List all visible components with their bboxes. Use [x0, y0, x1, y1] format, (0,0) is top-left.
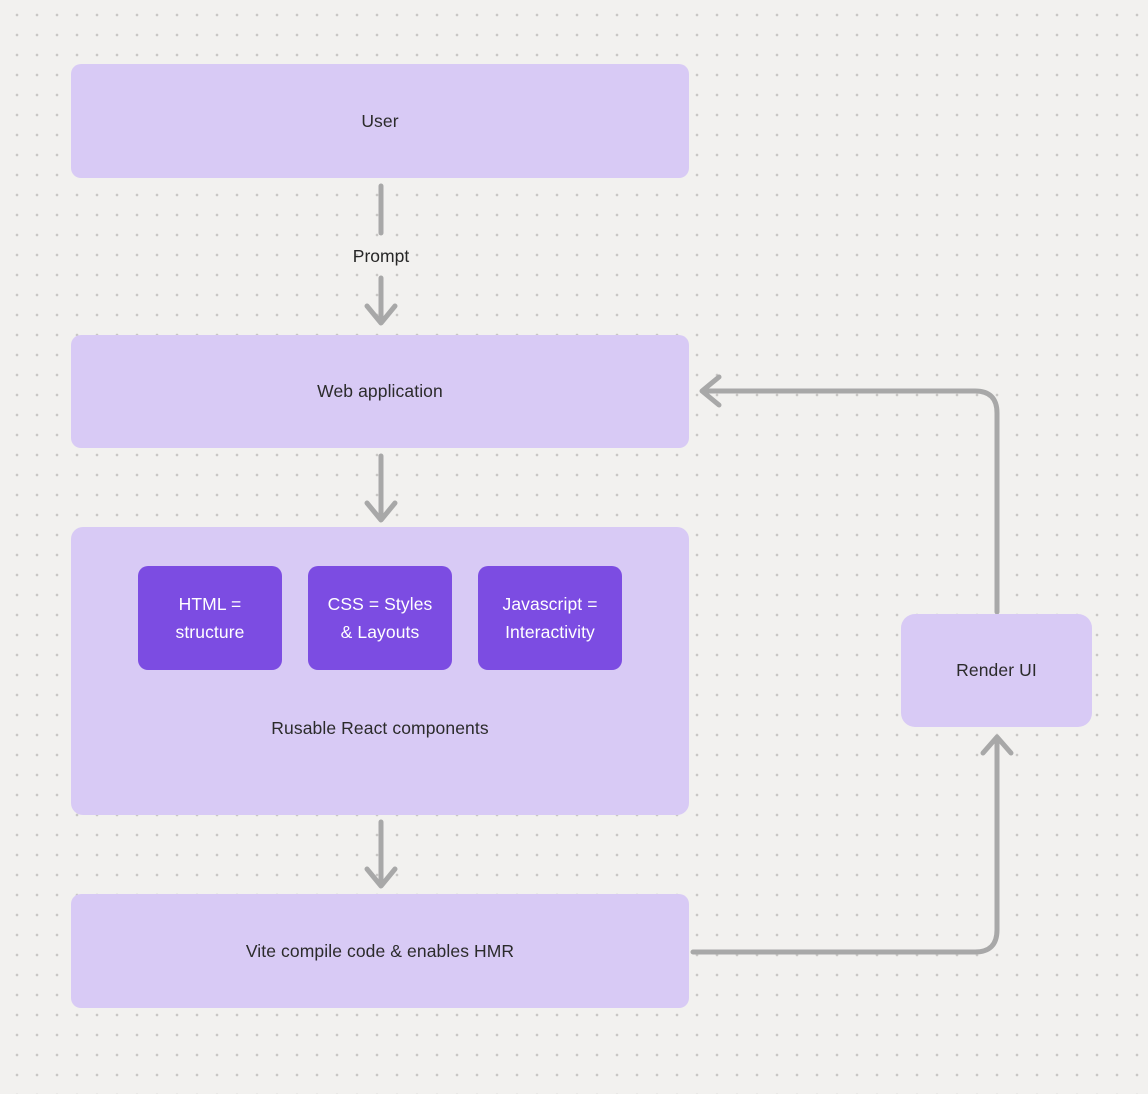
components-blocks-row: HTML = structure CSS = Styles & Layouts … — [138, 566, 622, 670]
block-css: CSS = Styles & Layouts — [308, 566, 452, 670]
arrowhead-down-icon — [364, 500, 398, 523]
edge-label-prompt: Prompt — [352, 246, 410, 266]
block-html-line1: HTML = — [178, 594, 242, 614]
edge-renderui-to-webapp-line — [701, 388, 1000, 615]
block-css-line2: & Layouts — [340, 622, 420, 642]
arrowhead-left-icon — [699, 374, 722, 408]
node-user-label: User — [361, 110, 399, 131]
arrowhead-down-icon — [364, 303, 398, 326]
node-vite: Vite compile code & enables HMR — [71, 894, 689, 1008]
components-group-caption: Rusable React components — [271, 718, 489, 738]
block-html-line2: structure — [175, 622, 245, 642]
block-html: HTML = structure — [138, 566, 282, 670]
node-components-group: HTML = structure CSS = Styles & Layouts … — [71, 527, 689, 815]
node-render-ui-label: Render UI — [956, 660, 1037, 680]
edge-vite-to-renderui-line — [690, 736, 1000, 955]
node-user: User — [71, 64, 689, 178]
node-web-application-label: Web application — [317, 381, 443, 401]
block-javascript: Javascript = Interactivity — [478, 566, 622, 670]
block-javascript-line1: Javascript = — [502, 594, 598, 614]
block-javascript-line2: Interactivity — [505, 622, 595, 642]
arrowhead-down-icon — [364, 866, 398, 889]
node-render-ui: Render UI — [901, 614, 1092, 727]
node-vite-label: Vite compile code & enables HMR — [245, 940, 515, 961]
node-web-application: Web application — [71, 335, 689, 448]
block-css-line1: CSS = Styles — [327, 594, 433, 614]
arrowhead-up-icon — [980, 734, 1014, 756]
